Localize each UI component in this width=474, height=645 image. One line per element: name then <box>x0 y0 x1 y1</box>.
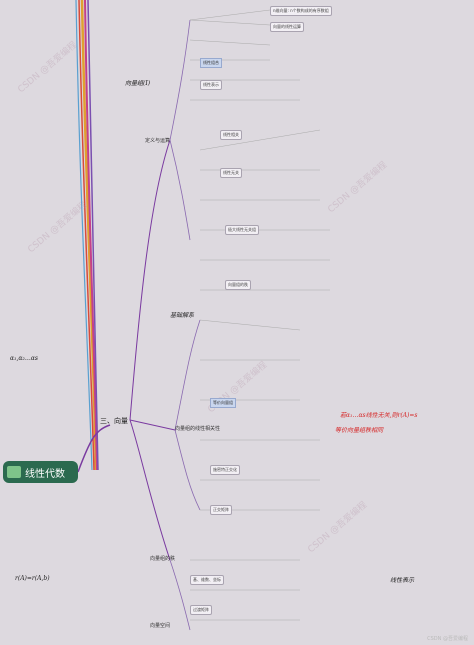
node-box[interactable]: 正交矩阵 <box>210 505 232 515</box>
node-box[interactable]: 基、维数、坐标 <box>190 575 224 585</box>
root-label: 线性代数 <box>25 468 65 480</box>
handwritten-note: 向量组(Ⅰ) <box>125 80 151 87</box>
node-box[interactable]: n维向量: n个数构成的有序数组 <box>270 6 332 16</box>
node-box[interactable]: 施密特正交化 <box>210 465 240 475</box>
node-box[interactable]: 极大线性无关组 <box>225 225 259 235</box>
node-box[interactable]: 向量组的秩 <box>225 280 251 290</box>
branch-definition[interactable]: 定义与运算 <box>145 138 171 144</box>
handwritten-note: 线性表示 <box>390 577 415 584</box>
node-box[interactable]: 线性相关 <box>220 130 242 140</box>
node-box-highlight[interactable]: 等价向量组 <box>210 398 236 408</box>
credit-text: CSDN @吾爱编程 <box>427 636 468 642</box>
node-box[interactable]: 过渡矩阵 <box>190 605 212 615</box>
node-box[interactable]: 向量的线性运算 <box>270 22 304 32</box>
branch-space[interactable]: 向量空间 <box>150 623 171 629</box>
board-icon <box>7 466 21 478</box>
handwritten-note: α₁,α₂…αs <box>10 355 38 362</box>
branch-rank[interactable]: 向量组的秩 <box>150 556 176 562</box>
root-node[interactable]: 线性代数 <box>3 461 78 483</box>
branch-vectors[interactable]: 三、向量 <box>100 417 128 425</box>
node-box-highlight[interactable]: 线性组合 <box>200 58 222 68</box>
red-annotation: 若α₁…αs线性无关,则r(A)=s <box>340 412 418 419</box>
red-annotation: 等价向量组秩相同 <box>335 427 384 434</box>
node-box[interactable]: 线性表示 <box>200 80 222 90</box>
node-box[interactable]: 线性无关 <box>220 168 242 178</box>
handwritten-note: 基础解系 <box>170 312 195 319</box>
handwritten-note: r(A)=r(A,b) <box>15 575 50 582</box>
branch-dependence[interactable]: 向量组的线性相关性 <box>175 426 221 432</box>
